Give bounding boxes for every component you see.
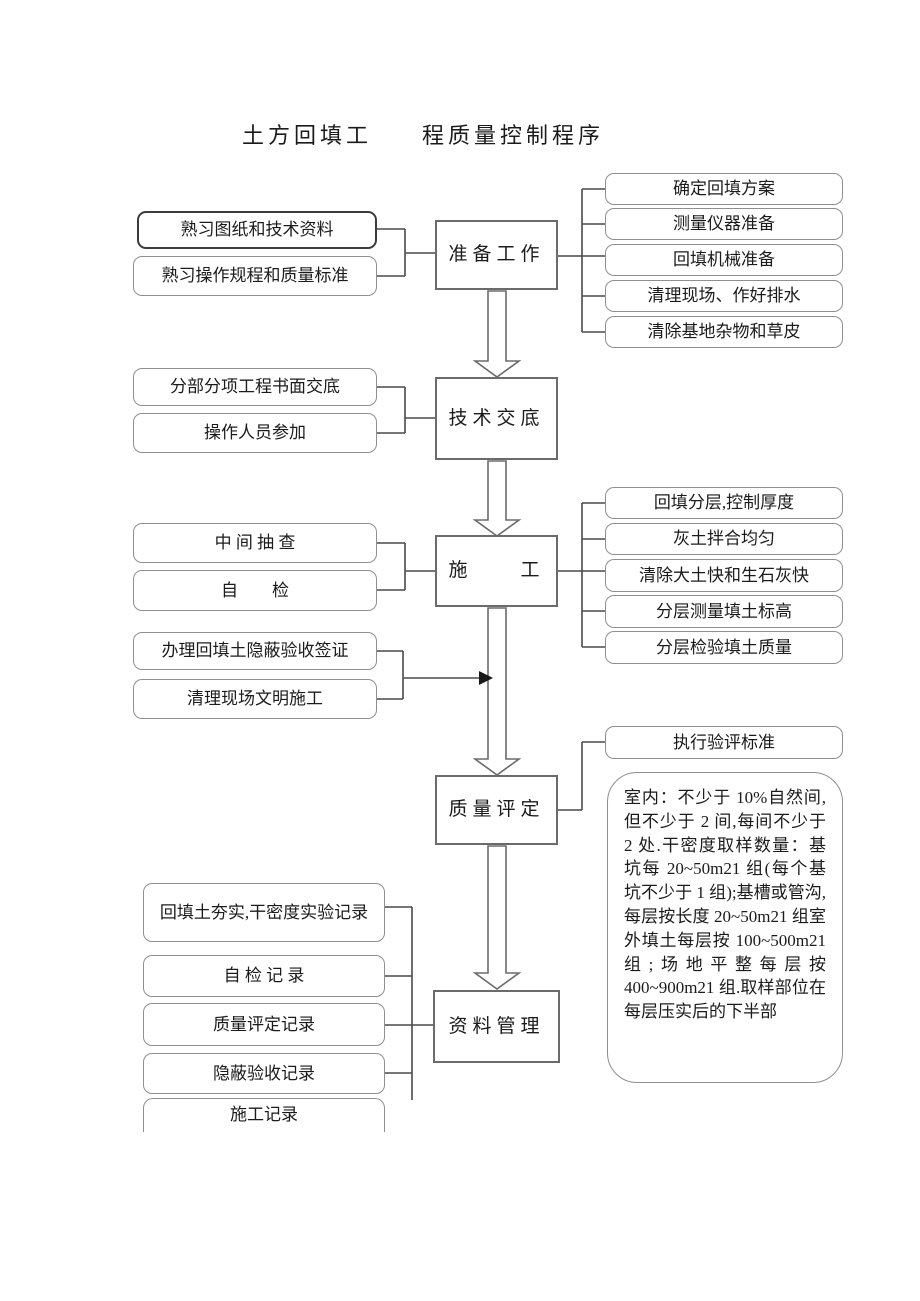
output-box-layered-fill: 回填分层,控制厚度 [605, 487, 843, 519]
page-title: 土方回填工 程质量控制程序 [242, 118, 604, 150]
stage-box-data-management: 资料管理 [433, 990, 560, 1063]
output-box-remove-debris: 清除基地杂物和草皮 [605, 316, 843, 348]
input-box-study-drawings: 熟习图纸和技术资料 [137, 211, 377, 249]
stage-box-construction: 施 工 [435, 535, 558, 607]
input-box-concealed-acceptance: 办理回填土隐蔽验收签证 [133, 632, 377, 670]
input-box-self-inspection: 自 检 [133, 570, 377, 611]
output-box-fill-plan: 确定回填方案 [605, 173, 843, 205]
input-box-operators-participate: 操作人员参加 [133, 413, 377, 453]
output-box-survey-instruments: 测量仪器准备 [605, 208, 843, 240]
input-box-compaction-record: 回填土夯实,干密度实验记录 [143, 883, 385, 942]
stage-box-quality-assessment: 质量评定 [435, 775, 558, 845]
input-box-construction-record: 施工记录 [143, 1098, 385, 1132]
input-box-site-civilized: 清理现场文明施工 [133, 679, 377, 719]
title-part-2: 程质量控制程序 [422, 123, 605, 148]
hollow-arrow-prepare-to-tech [472, 290, 522, 378]
hollow-arrow-quality-to-archive [472, 845, 522, 990]
input-box-written-disclosure: 分部分项工程书面交底 [133, 368, 377, 406]
tree-prepare-outputs [558, 188, 605, 333]
bracket-prepare-inputs [377, 228, 435, 277]
input-box-quality-assessment-record: 质量评定记录 [143, 1003, 385, 1046]
bracket-archive-inputs [385, 906, 433, 1100]
hollow-arrow-tech-to-construct [472, 460, 522, 537]
output-box-fill-machinery: 回填机械准备 [605, 244, 843, 276]
output-box-clear-site-drainage: 清理现场、作好排水 [605, 280, 843, 312]
input-box-concealed-acceptance-record: 隐蔽验收记录 [143, 1053, 385, 1094]
input-box-interim-spot-check: 中 间 抽 查 [133, 523, 377, 563]
tree-construct-outputs [558, 502, 605, 648]
output-box-acceptance-standard: 执行验评标准 [605, 726, 843, 759]
stage-box-tech-disclosure: 技术交底 [435, 377, 558, 460]
solid-arrow-side-to-shaft [479, 671, 493, 685]
hollow-arrow-construct-to-quality [472, 607, 522, 776]
bracket-construct-side-inputs [377, 650, 480, 700]
quality-detail-note: 室内：不少于 10%自然间,但不少于 2 间,每间不少于 2 处.干密度取样数量… [607, 772, 843, 1083]
bracket-construct-inputs [377, 542, 435, 591]
stage-box-preparation: 准备工作 [435, 220, 558, 290]
connector-quality-standard [558, 741, 605, 811]
output-box-lime-soil-mix: 灰土拌合均匀 [605, 523, 843, 555]
title-part-1: 土方回填工 [242, 123, 373, 148]
input-box-study-procedures: 熟习操作规程和质量标准 [133, 256, 377, 296]
output-box-layer-elevation: 分层测量填土标高 [605, 595, 843, 628]
output-box-layer-quality-check: 分层检验填土质量 [605, 631, 843, 664]
bracket-tech-inputs [377, 386, 435, 434]
input-box-self-inspection-record: 自 检 记 录 [143, 955, 385, 997]
output-box-remove-clods: 清除大土快和生石灰快 [605, 559, 843, 592]
